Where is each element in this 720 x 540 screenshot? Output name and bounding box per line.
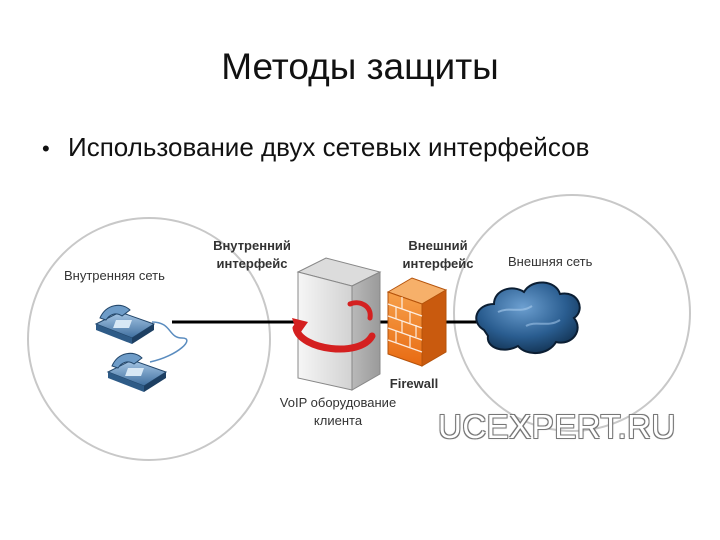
internal-interface-label-line2: интерфейс xyxy=(216,256,287,271)
phone-cable xyxy=(150,322,187,362)
internal-interface-label-line1: Внутренний xyxy=(213,238,291,253)
equipment-label-line1: VoIP оборудование xyxy=(280,395,396,410)
external-network-label: Внешняя сеть xyxy=(508,254,593,269)
internal-network-circle xyxy=(28,218,270,460)
internal-network-label: Внутренняя сеть xyxy=(64,268,165,283)
cloud-icon xyxy=(476,282,579,353)
watermark-text: UCEXPERT.RU xyxy=(438,408,676,446)
firewall-label: Firewall xyxy=(390,376,438,391)
equipment-label-line2: клиента xyxy=(314,413,363,428)
ip-phone-icon xyxy=(108,353,166,392)
ip-phone-icon xyxy=(96,305,154,344)
firewall-icon xyxy=(388,278,446,366)
external-interface-label-line1: Внешний xyxy=(408,238,467,253)
external-interface-label-line2: интерфейс xyxy=(402,256,473,271)
server-icon xyxy=(298,258,380,390)
